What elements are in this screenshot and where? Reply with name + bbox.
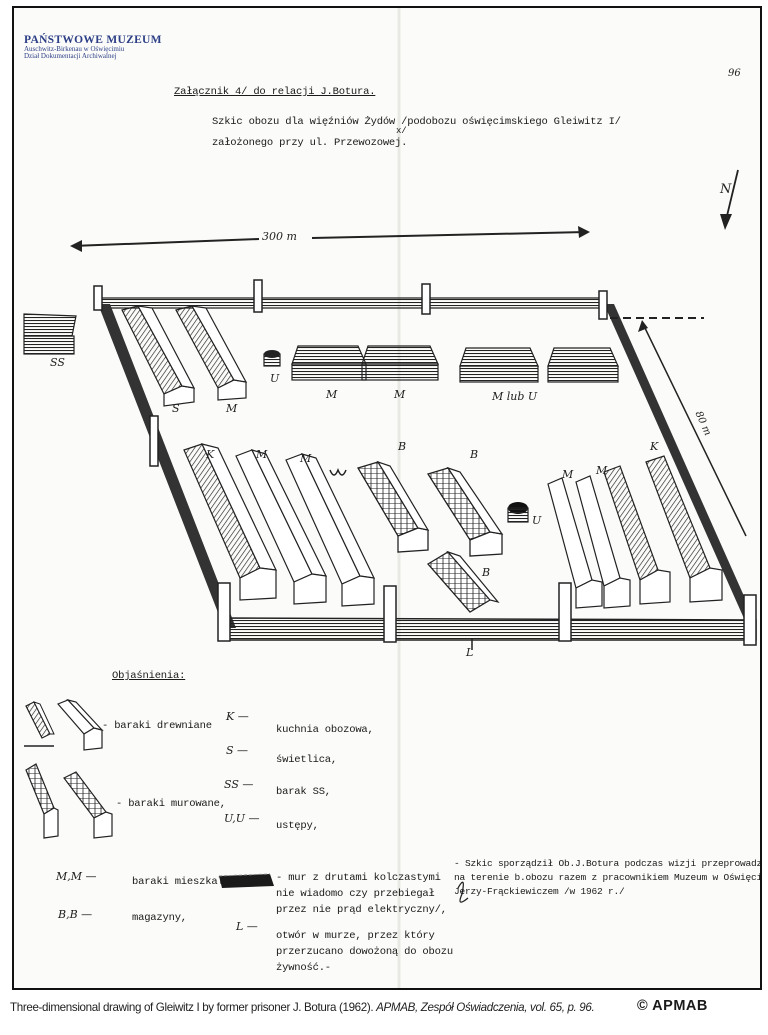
figure-caption: Three-dimensional drawing of Gleiwitz I … bbox=[10, 1001, 595, 1014]
barrack-s bbox=[121, 305, 196, 407]
stamp-line-2: Auschwitz-Birkenau w Oświęcimiu bbox=[24, 45, 125, 54]
label-m5: M bbox=[300, 452, 312, 465]
note-line-1: - Szkic sporządził Ob.J.Botura podczas w… bbox=[454, 858, 762, 869]
storehouse-b2 bbox=[426, 466, 504, 557]
barrack-m-back-2 bbox=[361, 345, 439, 381]
label-k-left: K bbox=[206, 448, 215, 461]
title-line-2: założonego przy ul. Przewozowej. bbox=[212, 137, 408, 149]
barrack-m-right-1 bbox=[547, 477, 603, 609]
legend-opening-3: żywność.- bbox=[276, 962, 331, 974]
legend-brick-icon bbox=[25, 763, 113, 839]
depth-dimension-line bbox=[638, 320, 747, 537]
barrack-m-front-2 bbox=[285, 453, 376, 607]
legend-opening-1: otwór w murze, przez który bbox=[276, 930, 435, 942]
label-m7: M bbox=[596, 464, 608, 477]
label-ss: SS bbox=[50, 356, 65, 369]
label-l: L bbox=[466, 646, 474, 659]
legend-u-text: ustępy, bbox=[276, 820, 319, 832]
barrack-m-back-3 bbox=[547, 347, 619, 383]
annotation-mark bbox=[457, 881, 469, 903]
page-number: 96 bbox=[728, 68, 741, 79]
label-b2: B bbox=[470, 448, 479, 461]
latrine-front bbox=[507, 502, 529, 523]
barrack-m-front-1 bbox=[235, 449, 328, 605]
storehouse-b3 bbox=[426, 550, 500, 613]
legend-b-text: magazyny, bbox=[132, 912, 187, 924]
label-m4: M bbox=[256, 448, 268, 461]
label-m1: M bbox=[226, 402, 238, 415]
legend-wooden-icon bbox=[24, 698, 104, 751]
label-u2: U bbox=[532, 514, 542, 527]
legend-heading: Objaśnienia: bbox=[112, 670, 186, 682]
legend-wall-1: - mur z drutami kolczastymi bbox=[276, 872, 441, 884]
barrack-m-back-left bbox=[175, 305, 248, 401]
label-m6: M bbox=[562, 468, 574, 481]
w-mark bbox=[329, 467, 347, 476]
note-line-3: Jerzy-Frąckiewiczem /w 1962 r./ bbox=[454, 886, 625, 897]
attachment-heading: Załącznik 4/ do relacji J.Botura. bbox=[174, 86, 376, 98]
width-dimension-line bbox=[70, 226, 590, 252]
label-m-lub-u: M lub U bbox=[492, 390, 538, 403]
stamp-line-1: PAŃSTWOWE MUZEUM bbox=[24, 34, 162, 46]
barrack-m-back-1 bbox=[291, 345, 367, 381]
stamp-line-3: Dział Dokumentacji Archiwalnej bbox=[24, 52, 117, 61]
legend-ss-text: barak SS, bbox=[276, 786, 331, 798]
barrack-m-right-3 bbox=[603, 465, 671, 605]
label-u1: U bbox=[270, 372, 280, 385]
legend-opening-2: przerzucano dowożoną do obozu bbox=[276, 946, 453, 958]
legend-l-key: L — bbox=[236, 920, 258, 933]
legend-m-key: M,M — bbox=[56, 870, 97, 883]
legend-wooden: - baraki drewniane bbox=[102, 720, 212, 732]
legend-brick: - baraki murowane, bbox=[116, 798, 226, 810]
barrack-k-left bbox=[183, 443, 278, 601]
label-m2: M bbox=[326, 388, 338, 401]
barrack-m-lub-u bbox=[459, 347, 539, 383]
copyright-notice: © APMAB bbox=[637, 998, 708, 1014]
storehouse-b1 bbox=[357, 460, 430, 553]
legend-ss-key: SS — bbox=[224, 778, 254, 791]
caption-main: Three-dimensional drawing of Gleiwitz I … bbox=[10, 1001, 377, 1014]
legend-wall-icon bbox=[218, 873, 274, 888]
legend-s-text: świetlica, bbox=[276, 754, 338, 766]
legend-u-key: U,U — bbox=[224, 812, 260, 825]
label-s: S bbox=[172, 402, 180, 415]
scanned-document: PAŃSTWOWE MUZEUM Auschwitz-Birkenau w Oś… bbox=[12, 6, 762, 990]
gate-posts bbox=[93, 279, 757, 646]
legend-k-key: K — bbox=[226, 710, 249, 723]
note-line-2: na terenie b.obozu razem z pracownikiem … bbox=[454, 872, 762, 883]
latrine-top bbox=[263, 350, 281, 367]
north-arrow-icon bbox=[720, 169, 739, 230]
legend-s-key: S — bbox=[226, 744, 249, 757]
legend-k-text: kuchnia obozowa, bbox=[276, 724, 374, 736]
width-dimension-label: 300 m bbox=[262, 230, 297, 243]
barrack-m-right-2 bbox=[575, 475, 631, 609]
label-b1: B bbox=[398, 440, 407, 453]
ss-barrack bbox=[23, 313, 77, 355]
legend-wall-3: przez nie prąd elektryczny/, bbox=[276, 904, 447, 916]
museum-stamp: PAŃSTWOWE MUZEUM Auschwitz-Birkenau w Oś… bbox=[24, 34, 162, 61]
footnote-mark: x/ bbox=[396, 126, 407, 136]
legend-b-key: B,B — bbox=[58, 908, 93, 921]
label-k-right: K bbox=[650, 440, 659, 453]
camp-sketch bbox=[23, 8, 757, 988]
barrack-k-right bbox=[645, 455, 723, 603]
caption-source: APMAB, Zespół Oświadczenia, vol. 65, p. … bbox=[376, 1001, 595, 1014]
label-m3: M bbox=[394, 388, 406, 401]
label-b3: B bbox=[482, 566, 491, 579]
title-line-1: Szkic obozu dla więźniów Żydów /podobozu… bbox=[212, 116, 621, 128]
compass-label: N bbox=[720, 182, 732, 197]
legend-m-text: baraki mieszkalne bbox=[132, 876, 236, 888]
legend-wall-2: nie wiadomo czy przebiegał bbox=[276, 888, 435, 900]
